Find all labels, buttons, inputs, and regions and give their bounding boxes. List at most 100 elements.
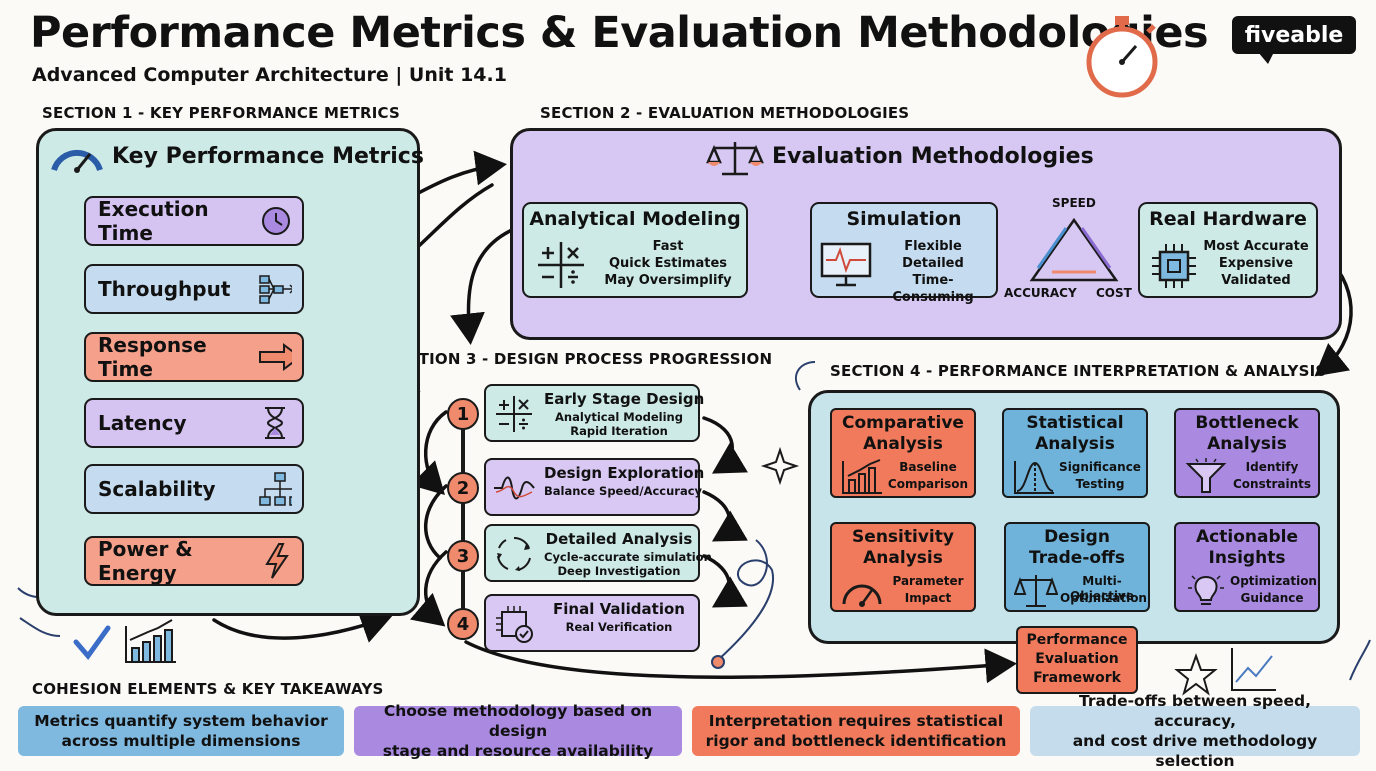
simulation-line-2: Detailed xyxy=(902,256,964,271)
metric-power-energy[interactable]: Power & Energy xyxy=(84,536,304,586)
insights-line-1: Optimization xyxy=(1230,574,1317,588)
analytical-line-3: May Oversimplify xyxy=(604,273,732,288)
hardware-line-3: Validated xyxy=(1221,273,1291,288)
checkmark-icon xyxy=(73,625,111,661)
logo-tail xyxy=(1258,52,1274,64)
funnel-icon xyxy=(1185,458,1227,493)
triangle-speed-label: SPEED xyxy=(1052,196,1096,210)
comparative-analysis-title: Comparative Analysis xyxy=(842,413,964,454)
metric-label: Latency xyxy=(98,411,187,435)
hourglass-icon xyxy=(258,406,292,440)
bar-chart-icon xyxy=(842,459,882,494)
monitor-waveform-icon xyxy=(820,242,872,287)
triangle-accuracy-label: ACCURACY xyxy=(1004,286,1077,300)
takeaway-line-1: Metrics quantify system behavior xyxy=(34,712,328,730)
step-title: Design Exploration xyxy=(544,464,705,482)
step-detailed-analysis[interactable]: Detailed Analysis Cycle-accurate simulat… xyxy=(484,524,712,582)
metric-label: Scalability xyxy=(98,477,216,501)
statistical-line-1: Significance xyxy=(1059,460,1141,474)
section-2-label: SECTION 2 - EVALUATION METHODOLOGIES xyxy=(540,104,910,122)
tradeoffs-line-2: Optimization xyxy=(1060,591,1147,605)
stopwatch-icon xyxy=(1086,16,1158,98)
step-design-exploration[interactable]: Design Exploration Balance Speed/Accurac… xyxy=(484,458,705,516)
decor-swirl-6 xyxy=(1349,639,1371,681)
lightbulb-icon xyxy=(1188,575,1224,605)
step-line-2: Deep Investigation xyxy=(557,564,681,578)
step-title: Detailed Analysis xyxy=(545,530,693,548)
waveform-icon xyxy=(492,466,536,510)
comparative-analysis-card[interactable]: Comparative Analysis Baseline Comparison xyxy=(830,408,976,498)
framework-line-1: Performance xyxy=(1026,632,1128,648)
math-ops-icon xyxy=(538,242,584,288)
clock-icon xyxy=(260,204,292,238)
chip-check-icon xyxy=(492,602,536,646)
metric-throughput[interactable]: Throughput xyxy=(84,264,304,314)
performance-evaluation-framework[interactable]: Performance Evaluation Framework xyxy=(1016,626,1138,694)
arrow-methods-to-process xyxy=(450,228,514,345)
metric-label: Response Time xyxy=(98,333,207,381)
framework-line-2: Evaluation xyxy=(1035,651,1119,667)
evaluation-methods-title: Evaluation Methodologies xyxy=(772,144,1094,169)
sensitivity-line-2: Impact xyxy=(904,591,952,605)
analytical-modeling-card[interactable]: Analytical Modeling Fast Quick Estimates… xyxy=(522,202,748,298)
section-4-label: SECTION 4 - PERFORMANCE INTERPRETATION &… xyxy=(830,362,1327,380)
metric-label: Execution Time xyxy=(98,197,209,245)
step-line-2: Rapid Iteration xyxy=(570,424,668,438)
statistical-line-2: Testing xyxy=(1075,477,1125,491)
arrow-step-loop xyxy=(702,416,749,474)
decor-dot-1 xyxy=(711,655,725,669)
speed-accuracy-cost-triangle xyxy=(1029,217,1119,282)
triangle-cost-label: COST xyxy=(1096,286,1132,300)
simulation-title: Simulation xyxy=(846,208,962,230)
gauge-icon xyxy=(51,149,103,173)
bottleneck-analysis-card[interactable]: Bottleneck Analysis Identify Constraints xyxy=(1174,408,1320,498)
actionable-insights-card[interactable]: Actionable Insights Optimization Guidanc… xyxy=(1174,522,1320,612)
takeaway-interpretation: Interpretation requires statistical rigor… xyxy=(692,706,1020,756)
real-hardware-card[interactable]: Real Hardware Most Accurate Expensive Va… xyxy=(1138,202,1318,298)
takeaway-methodology: Choose methodology based on design stage … xyxy=(354,702,682,760)
arrow-step-loop-2 xyxy=(702,490,748,542)
star-icon xyxy=(1174,653,1218,696)
arrow-left-loop-1 xyxy=(410,410,448,495)
arrow-metrics-to-process xyxy=(212,609,393,643)
simulation-line-3: Time-Consuming xyxy=(892,273,974,305)
statistical-analysis-card[interactable]: Statistical Analysis Significance Testin… xyxy=(1002,408,1148,498)
metric-response-time[interactable]: Response Time xyxy=(84,332,304,382)
step-line-1: Real Verification xyxy=(565,620,673,634)
takeaway-line-1: Interpretation requires statistical xyxy=(708,712,1004,730)
simulation-card[interactable]: Simulation Flexible Detailed Time-Consum… xyxy=(810,202,998,305)
takeaway-line-2: rigor and bottleneck identification xyxy=(705,732,1007,750)
hardware-line-1: Most Accurate xyxy=(1203,239,1309,254)
takeaway-line-2: across multiple dimensions xyxy=(61,732,301,750)
arrow-right-icon xyxy=(258,340,292,374)
takeaway-line-2: stage and resource availability xyxy=(382,742,654,760)
design-tradeoffs-title: Design Trade-offs xyxy=(1029,527,1125,568)
step-early-stage-design[interactable]: Early Stage Design Analytical Modeling R… xyxy=(484,384,705,442)
decor-swirl-5 xyxy=(19,617,61,637)
sensitivity-analysis-card[interactable]: Sensitivity Analysis Parameter Impact xyxy=(830,522,976,612)
analytical-line-2: Quick Estimates xyxy=(608,256,727,271)
step-line-1: Cycle-accurate simulation xyxy=(544,550,712,564)
brand-logo[interactable]: fiveable xyxy=(1232,16,1356,54)
metric-execution-time[interactable]: Execution Time xyxy=(84,196,304,246)
design-tradeoffs-card[interactable]: Design Trade-offs Multi-Objective Optimi… xyxy=(1004,522,1150,612)
metric-latency[interactable]: Latency xyxy=(84,398,304,448)
hierarchy-icon xyxy=(258,472,292,506)
takeaway-line-1: Choose methodology based on design xyxy=(383,702,653,740)
math-ops-icon xyxy=(492,392,536,436)
balance-scale-icon xyxy=(706,142,764,176)
balance-scale-icon xyxy=(1014,575,1058,607)
step-number-1: 1 xyxy=(447,398,479,430)
chip-icon xyxy=(1152,244,1196,288)
bottleneck-analysis-title: Bottleneck Analysis xyxy=(1195,413,1299,454)
step-number-4: 4 xyxy=(447,608,479,640)
step-title: Early Stage Design xyxy=(544,390,705,408)
analytical-modeling-title: Analytical Modeling xyxy=(529,208,741,230)
decor-swirl-3 xyxy=(795,361,816,391)
step-final-validation[interactable]: Final Validation Real Verification xyxy=(484,594,700,652)
sparkle-icon xyxy=(760,446,800,486)
framework-line-3: Framework xyxy=(1033,670,1121,686)
metric-scalability[interactable]: Scalability xyxy=(84,464,304,514)
sensitivity-line-1: Parameter xyxy=(892,574,964,588)
step-number-3: 3 xyxy=(447,540,479,572)
